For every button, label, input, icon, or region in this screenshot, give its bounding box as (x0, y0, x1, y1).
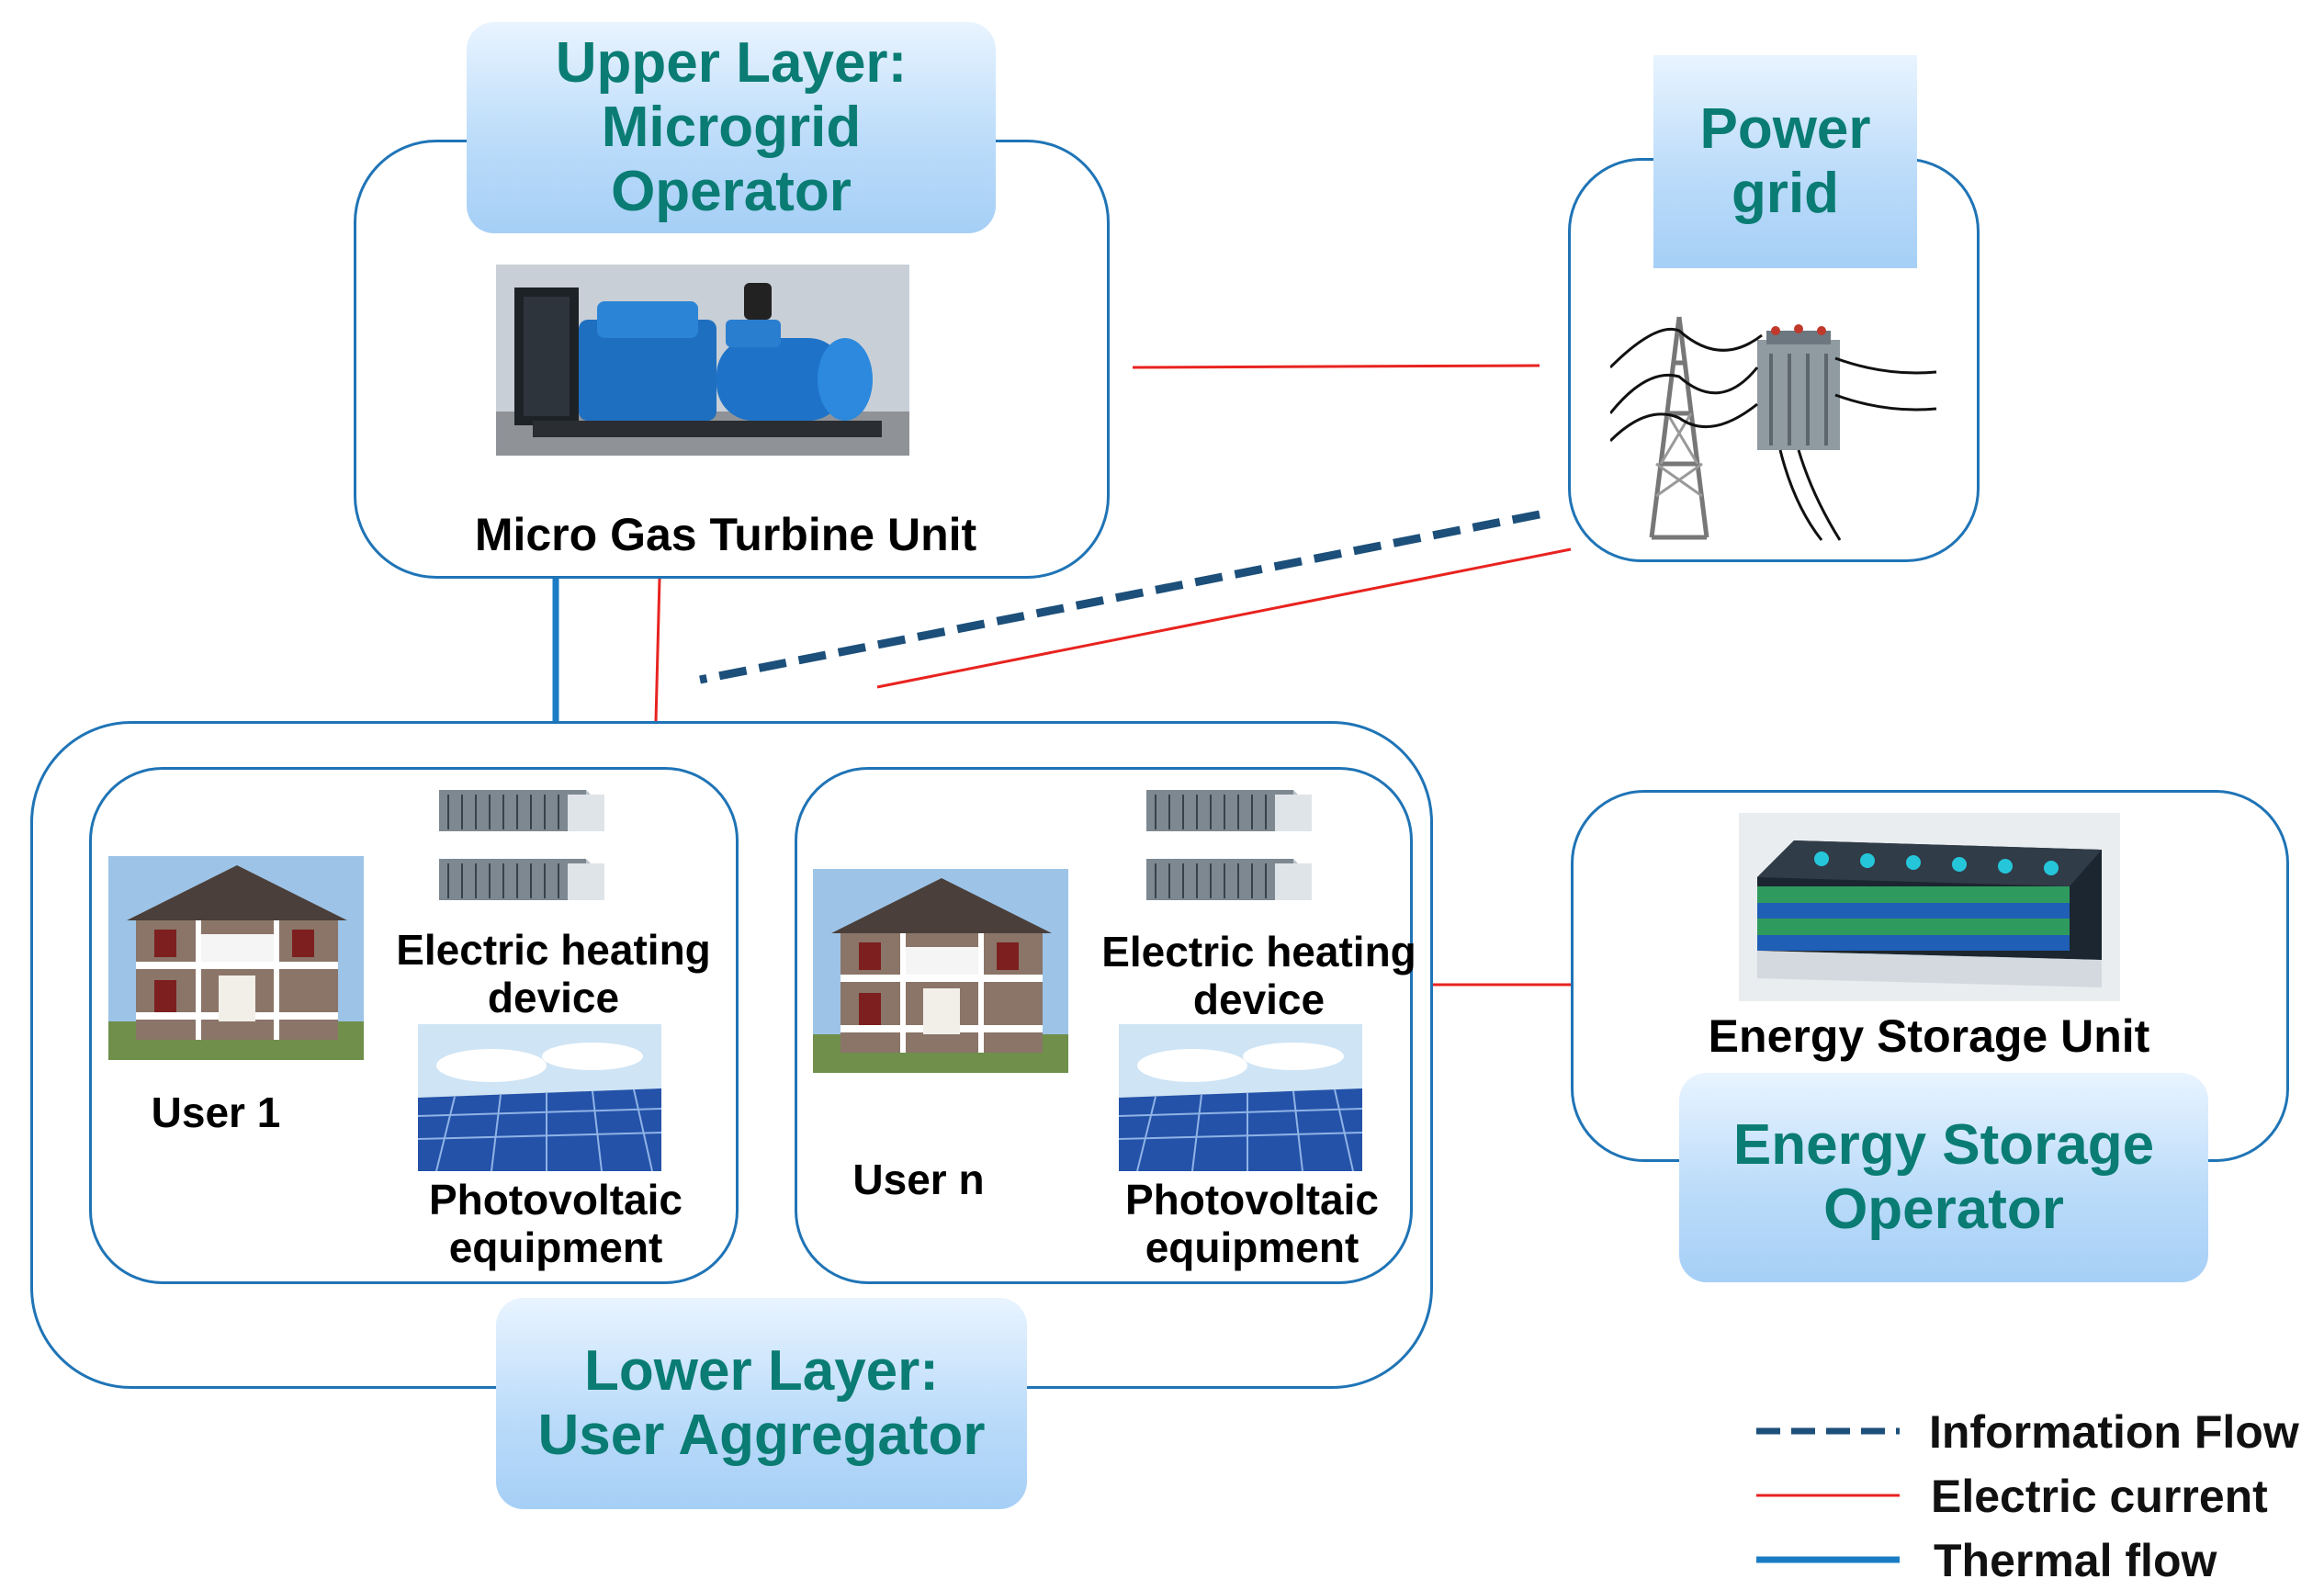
user-1-label: User 1 (151, 1088, 281, 1136)
user-n-pv-label: Photovoltaic equipment (1124, 1176, 1380, 1271)
legend-information-flow-label: Information Flow (1929, 1406, 2299, 1458)
legend-electric-current-label: Electric current (1931, 1471, 2268, 1522)
information-flow-line (699, 510, 1540, 684)
user-n-frame (795, 767, 1413, 1284)
photovoltaic-equipment-image (418, 1024, 661, 1171)
legend-electric-current-swatch (1756, 1494, 1900, 1497)
legend: Information Flow Electric current Therma… (1754, 1387, 2324, 1586)
energy-storage-unit-label: Energy Storage Unit (1708, 1010, 2150, 1062)
lower-layer-title: Lower Layer: User Aggregator (496, 1298, 1027, 1509)
user-n-label: User n (852, 1156, 985, 1203)
electric-line-grid-to-aggregator (876, 547, 1572, 689)
user-1-pv-label: Photovoltaic equipment (428, 1176, 683, 1271)
user-1-frame (89, 767, 739, 1284)
electric-line-turbine-to-aggregator (654, 578, 661, 722)
legend-information-flow-swatch (1756, 1427, 1900, 1435)
photovoltaic-equipment-image (1119, 1024, 1362, 1171)
energy-storage-operator-title: Energy Storage Operator (1679, 1073, 2208, 1282)
user-1-heating-label: Electric heating device (396, 926, 711, 1021)
electric-line-turbine-to-grid (1132, 364, 1540, 369)
upper-layer-title: Upper Layer: Microgrid Operator (467, 22, 996, 233)
house-image (108, 856, 364, 1060)
energy-storage-unit-image (1739, 813, 2120, 1001)
micro-gas-turbine-label: Micro Gas Turbine Unit (474, 509, 977, 560)
micro-gas-turbine-image (496, 265, 909, 456)
house-image (813, 869, 1068, 1073)
legend-thermal-flow-swatch (1756, 1556, 1900, 1563)
user-n-heating-label: Electric heating device (1101, 928, 1416, 1023)
electric-heating-device-image (1146, 790, 1312, 900)
power-grid-title: Power grid (1653, 55, 1917, 268)
power-grid-image (1610, 316, 1937, 541)
electric-heating-device-image (439, 790, 604, 900)
legend-thermal-flow-label: Thermal flow (1934, 1535, 2217, 1586)
